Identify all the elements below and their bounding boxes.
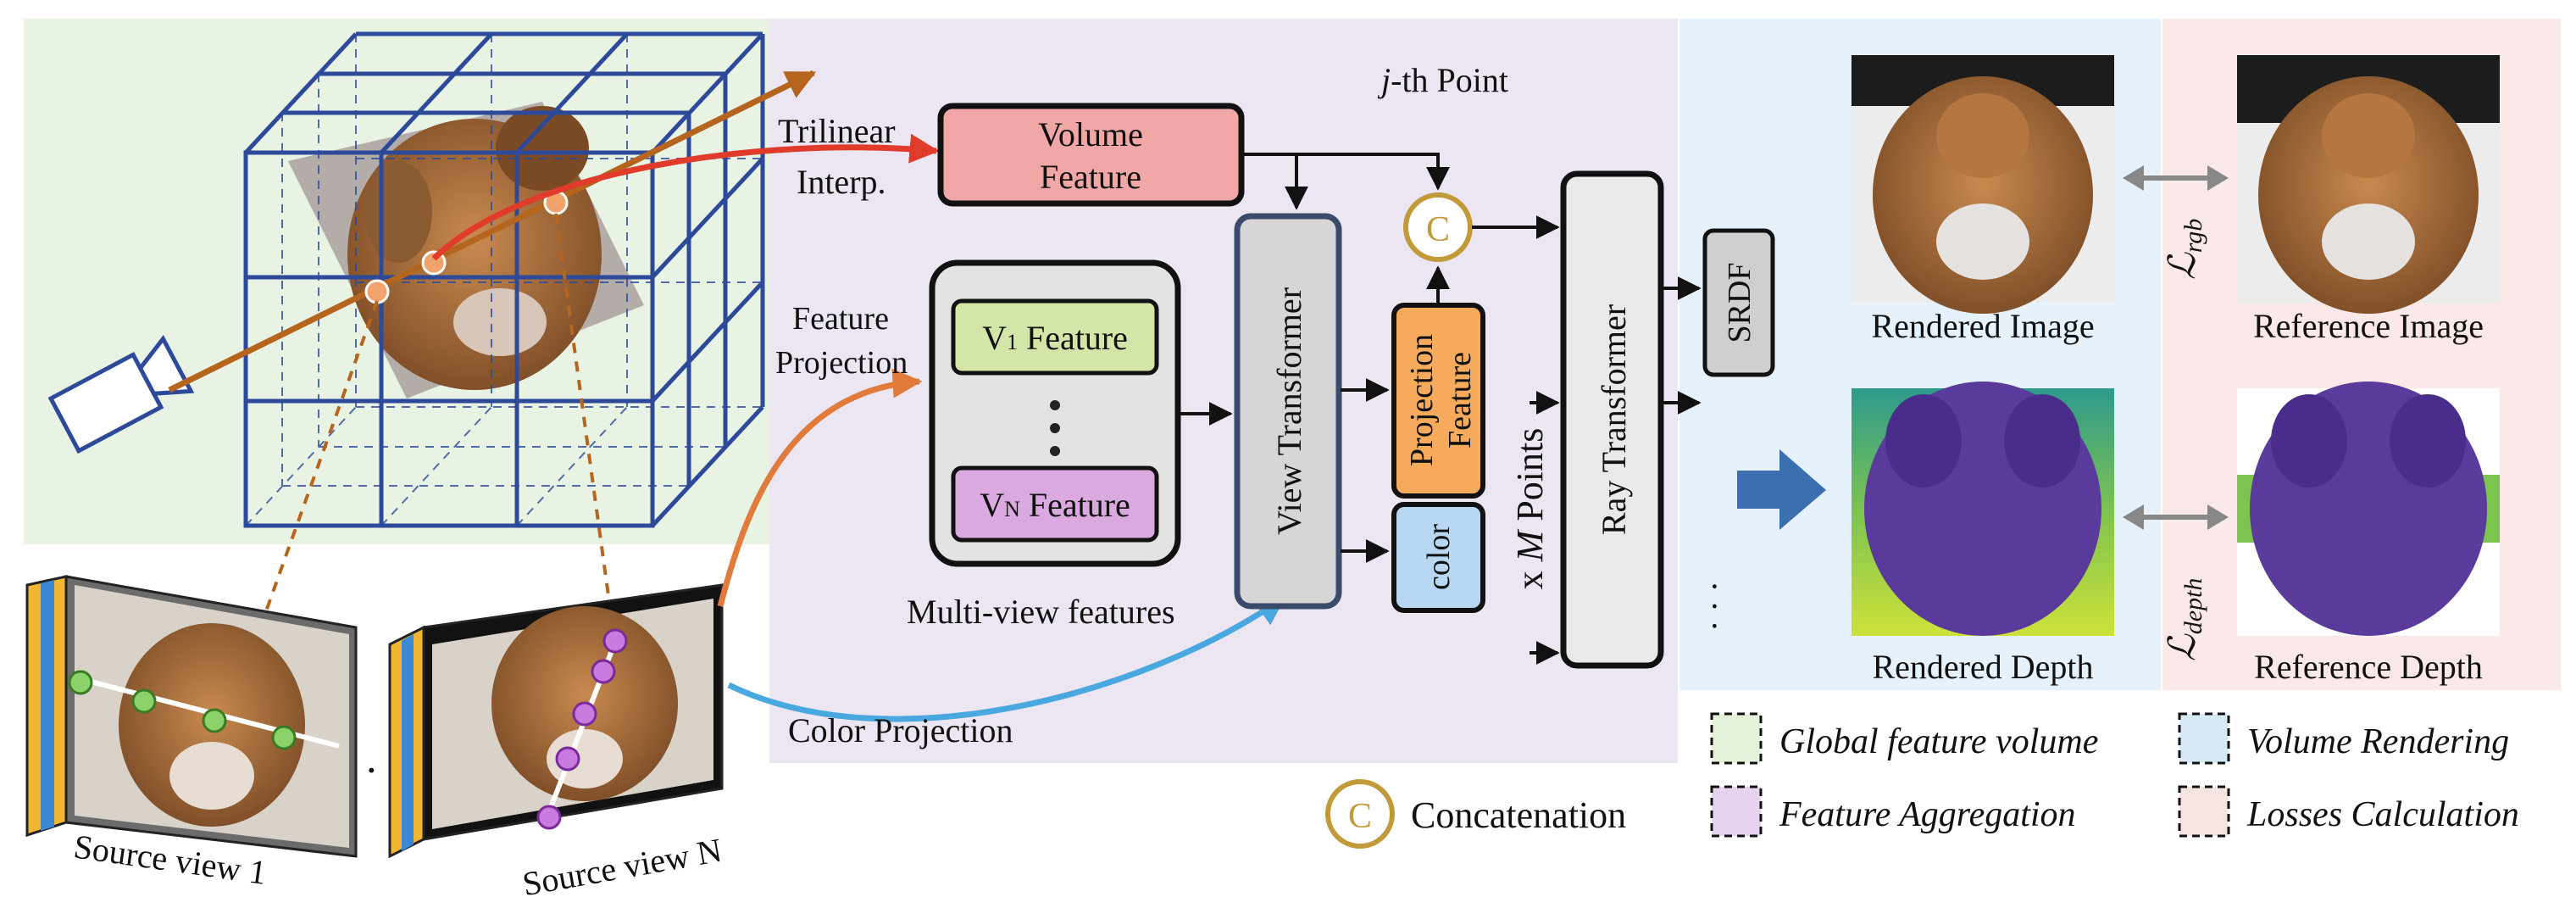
projection-feature-box	[1391, 303, 1485, 499]
view-transformer-box	[1234, 213, 1342, 610]
feature-volume	[243, 31, 765, 528]
color-label: color	[1421, 524, 1457, 590]
vertical-ellipsis	[1050, 400, 1060, 410]
feature-projection-label-1: Feature	[792, 301, 889, 337]
rendered-depth-label: Rendered Depth	[1872, 648, 2093, 686]
reference-image-label: Reference Image	[2253, 307, 2484, 345]
color-projection-arrow	[727, 595, 1286, 722]
legend-label-aggregation: Feature Aggregation	[1779, 795, 2076, 834]
loss-arrows	[2123, 165, 2229, 530]
feature-projection-label-2: Projection	[775, 345, 908, 381]
concat-legend-symbol: C	[1348, 797, 1372, 836]
volume-feature-label-2: Feature	[1040, 158, 1141, 196]
concatenation-label: Concatenation	[1411, 794, 1626, 836]
ray-ellipsis: · · ·	[1696, 581, 1734, 632]
legend-swatch-rendering	[2178, 712, 2230, 765]
srdf-box	[1702, 228, 1775, 377]
flow-arrows	[1180, 153, 1702, 665]
rendered-depth	[1852, 382, 2114, 636]
v1-feature-label: V1 Feature	[982, 319, 1128, 357]
volume-feature-label-1: Volume	[1038, 115, 1143, 153]
sample-point	[364, 279, 390, 304]
vertical-ellipsis	[1050, 446, 1060, 456]
vn-feature-label: VN Feature	[980, 486, 1130, 524]
legend-label-global: Global feature volume	[1779, 722, 2098, 761]
source-view-1	[25, 575, 358, 858]
color-box	[1391, 502, 1485, 613]
multiview-features-label: Multi-view features	[907, 593, 1175, 631]
srdf-label: SRDF	[1722, 262, 1757, 343]
ray-transformer-label: Ray Transformer	[1595, 304, 1633, 535]
projection-dash	[253, 300, 379, 645]
big-blue-arrow	[1737, 449, 1826, 530]
projection-feature-label-1: Projection	[1404, 334, 1440, 466]
reference-image	[2237, 55, 2500, 314]
jth-point-label: j-th Point	[1377, 61, 1508, 99]
trilinear-arrow	[431, 133, 940, 261]
camera-icon	[47, 334, 195, 454]
vertical-ellipsis	[1050, 423, 1060, 433]
v1-feature-box	[951, 298, 1159, 376]
ray-transformer-box	[1560, 170, 1664, 669]
concat-symbol: C	[1426, 210, 1450, 249]
trilinear-label-2: Interp.	[797, 163, 886, 201]
x-m-points-label: x M Points	[1509, 428, 1551, 590]
vn-feature-box	[951, 465, 1159, 543]
reference-depth-label: Reference Depth	[2254, 648, 2483, 686]
legend-label-rendering: Volume Rendering	[2247, 722, 2509, 761]
trilinear-label-1: Trilinear	[778, 112, 896, 150]
concat-legend-icon	[1325, 779, 1395, 849]
camera-ray	[168, 70, 817, 393]
legend-swatch-losses	[2178, 785, 2230, 838]
legend-label-losses: Losses Calculation	[2246, 795, 2519, 834]
reference-depth	[2237, 382, 2500, 636]
rendered-image-label: Rendered Image	[1871, 307, 2094, 345]
concat-node	[1403, 192, 1473, 262]
loss-rgb-label: ℒrgb	[2162, 219, 2207, 280]
view-transformer-label: View Transformer	[1270, 287, 1308, 535]
source-view-n	[388, 583, 724, 859]
legend: Global feature volume Feature Aggregatio…	[1710, 712, 2519, 838]
projection-dash	[554, 213, 620, 671]
rendered-image	[1852, 55, 2114, 314]
source-view-n-label: Source view N	[519, 831, 724, 897]
legend-swatch-global	[1710, 712, 1763, 765]
color-projection-label: Color Projection	[788, 711, 1013, 749]
legend-swatch-aggregation	[1710, 785, 1763, 838]
projection-feature-label-2: Feature	[1442, 352, 1478, 448]
feature-projection-arrow	[717, 368, 923, 607]
loss-depth-label: ℒdepth	[2162, 578, 2207, 661]
